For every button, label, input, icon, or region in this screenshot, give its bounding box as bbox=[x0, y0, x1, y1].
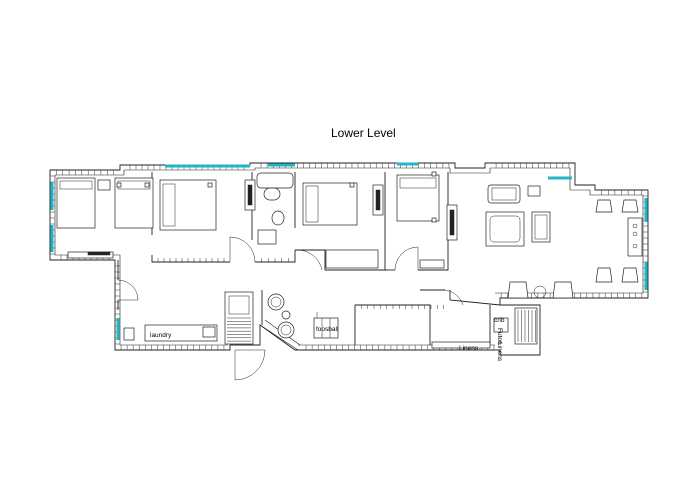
water-heater bbox=[123, 327, 135, 341]
bedroom-1 bbox=[56, 177, 154, 259]
chair-2 bbox=[621, 199, 639, 213]
games-area: foosball bbox=[267, 293, 339, 339]
sofa bbox=[487, 184, 521, 204]
crib bbox=[493, 317, 509, 333]
game-table bbox=[281, 310, 291, 320]
coffee-table bbox=[485, 211, 525, 247]
bedroom-2 bbox=[159, 179, 256, 231]
game-chair-1 bbox=[267, 293, 285, 311]
door-laundry bbox=[117, 279, 139, 301]
desk bbox=[419, 259, 445, 269]
crib-label: crib bbox=[494, 317, 505, 324]
door-family bbox=[444, 289, 464, 306]
linens-shelf bbox=[431, 341, 491, 349]
linens-label: Linens bbox=[459, 345, 479, 352]
toilet bbox=[271, 210, 285, 226]
door-bath bbox=[296, 249, 323, 271]
posts bbox=[116, 171, 437, 223]
bedroom-4 bbox=[396, 174, 458, 269]
doors bbox=[117, 236, 464, 381]
laundry-label: laundry bbox=[150, 332, 172, 339]
stairs bbox=[224, 291, 538, 345]
stair-treads-2 bbox=[517, 310, 536, 342]
bed-twin-1 bbox=[56, 177, 96, 229]
stair-block-2 bbox=[514, 307, 538, 345]
vanity bbox=[257, 229, 277, 245]
kitchenette bbox=[627, 217, 643, 257]
interior-walls bbox=[117, 172, 501, 351]
laundry-sink bbox=[202, 326, 216, 338]
family-room bbox=[485, 184, 643, 299]
storage-area: Linens crib Futon Linens bbox=[431, 317, 509, 362]
door-bedroom-4 bbox=[394, 246, 419, 271]
end-table bbox=[527, 185, 541, 197]
sink bbox=[263, 187, 281, 201]
chair-4 bbox=[621, 267, 639, 283]
bed-queen-1 bbox=[159, 179, 217, 231]
foosball-label: foosball bbox=[316, 326, 339, 333]
laundry-area: laundry bbox=[123, 324, 218, 342]
door-bedroom-2 bbox=[229, 236, 256, 263]
chair-6 bbox=[552, 281, 574, 299]
chair-5 bbox=[507, 281, 529, 299]
linens-vertical-label: Linens bbox=[496, 342, 503, 362]
bathtub bbox=[256, 172, 294, 189]
door-entry bbox=[234, 349, 266, 381]
futon-label: Futon bbox=[496, 328, 503, 345]
stair-treads bbox=[227, 317, 251, 342]
bathroom bbox=[256, 172, 294, 245]
plan-title: Lower Level bbox=[331, 126, 396, 140]
dresser-3 bbox=[325, 249, 379, 269]
windows bbox=[50, 162, 648, 340]
laundry-counter bbox=[144, 324, 218, 342]
bed-queen-3 bbox=[396, 174, 440, 222]
bed-queen-2 bbox=[302, 182, 358, 226]
foosball-table bbox=[313, 317, 339, 339]
game-chair-2 bbox=[277, 321, 295, 339]
exterior-walls bbox=[49, 162, 649, 356]
chair-3 bbox=[595, 267, 613, 283]
side-table bbox=[533, 285, 547, 299]
bedroom-3 bbox=[302, 182, 384, 269]
nightstand bbox=[97, 179, 111, 191]
armchair bbox=[531, 211, 551, 243]
chair-1 bbox=[595, 199, 613, 213]
